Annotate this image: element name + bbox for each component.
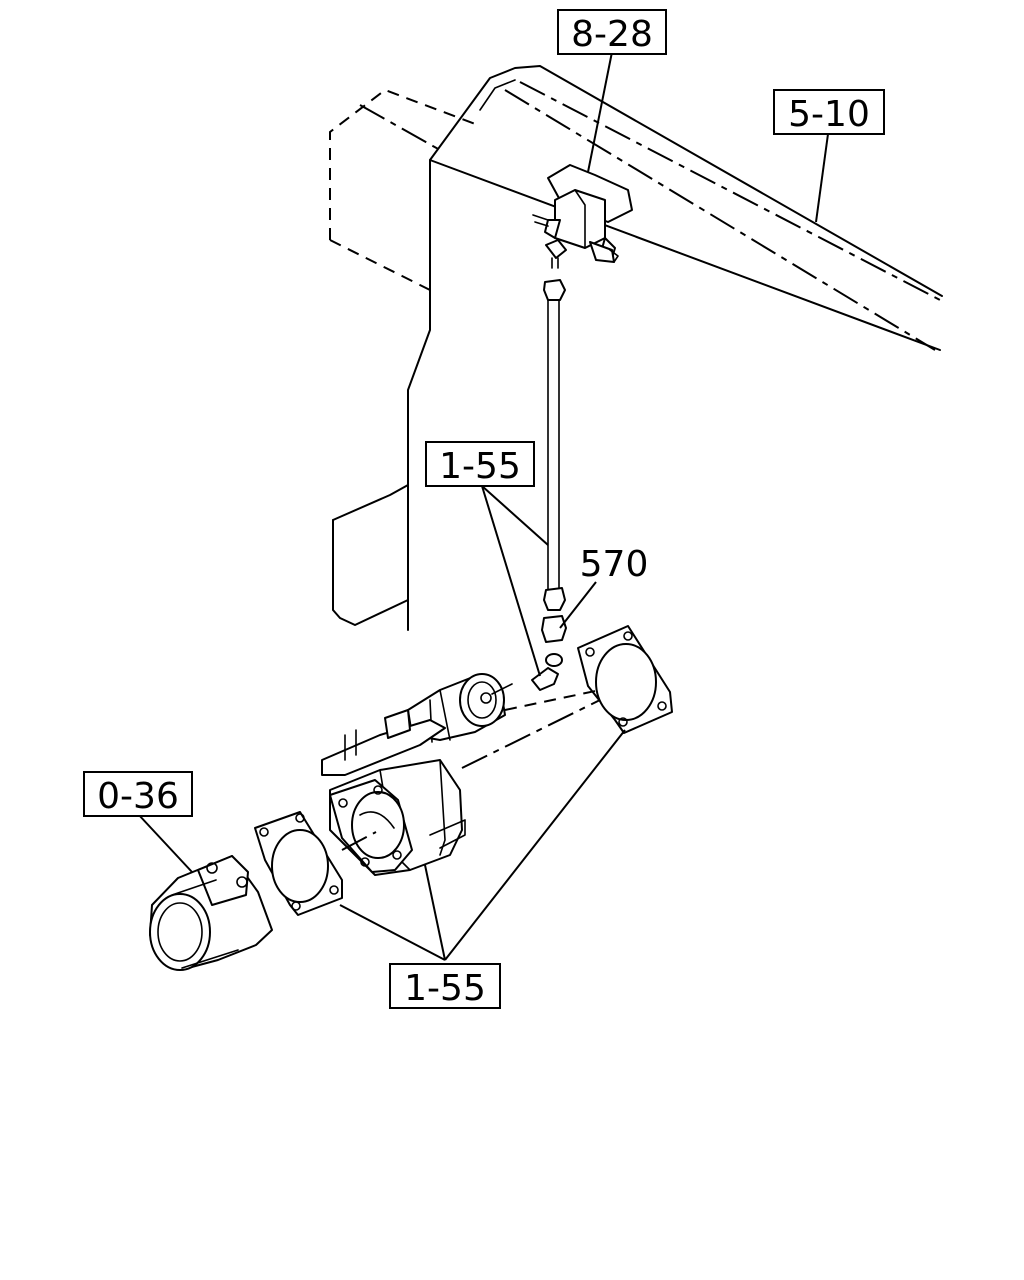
engine-block [329, 88, 479, 291]
callout-5-10: 5-10 [773, 89, 885, 135]
gasket-left [254, 811, 343, 916]
exhaust-pipe-0-36 [149, 855, 273, 971]
callout-1-55-upper: 1-55 [425, 441, 535, 487]
vacuum-hose [543, 279, 566, 611]
elbow-fitting [531, 667, 559, 691]
callout-1-55-lower: 1-55 [389, 963, 501, 1009]
fitting-570 [541, 615, 567, 667]
frame-rail [407, 65, 943, 631]
callout-1-55-lower-text: 1-55 [404, 968, 486, 1009]
callout-8-28: 8-28 [557, 9, 667, 55]
cross-member [332, 484, 409, 626]
callout-1-55-upper-text: 1-55 [439, 446, 521, 487]
alignment-line-actuator [504, 689, 601, 711]
callout-0-36-text: 0-36 [97, 776, 179, 817]
callout-570-text: 570 [580, 544, 649, 585]
leader-lines [137, 51, 829, 961]
exhaust-brake-assembly [321, 673, 513, 876]
callout-5-10-text: 5-10 [788, 94, 870, 135]
solenoid-valve [532, 164, 633, 269]
callout-0-36: 0-36 [83, 771, 193, 817]
alignment-line-right [461, 699, 601, 769]
callout-570: 570 [580, 544, 649, 585]
callout-8-28-text: 8-28 [571, 14, 653, 55]
alignment-line-left [341, 831, 377, 851]
gasket-right [577, 625, 673, 734]
